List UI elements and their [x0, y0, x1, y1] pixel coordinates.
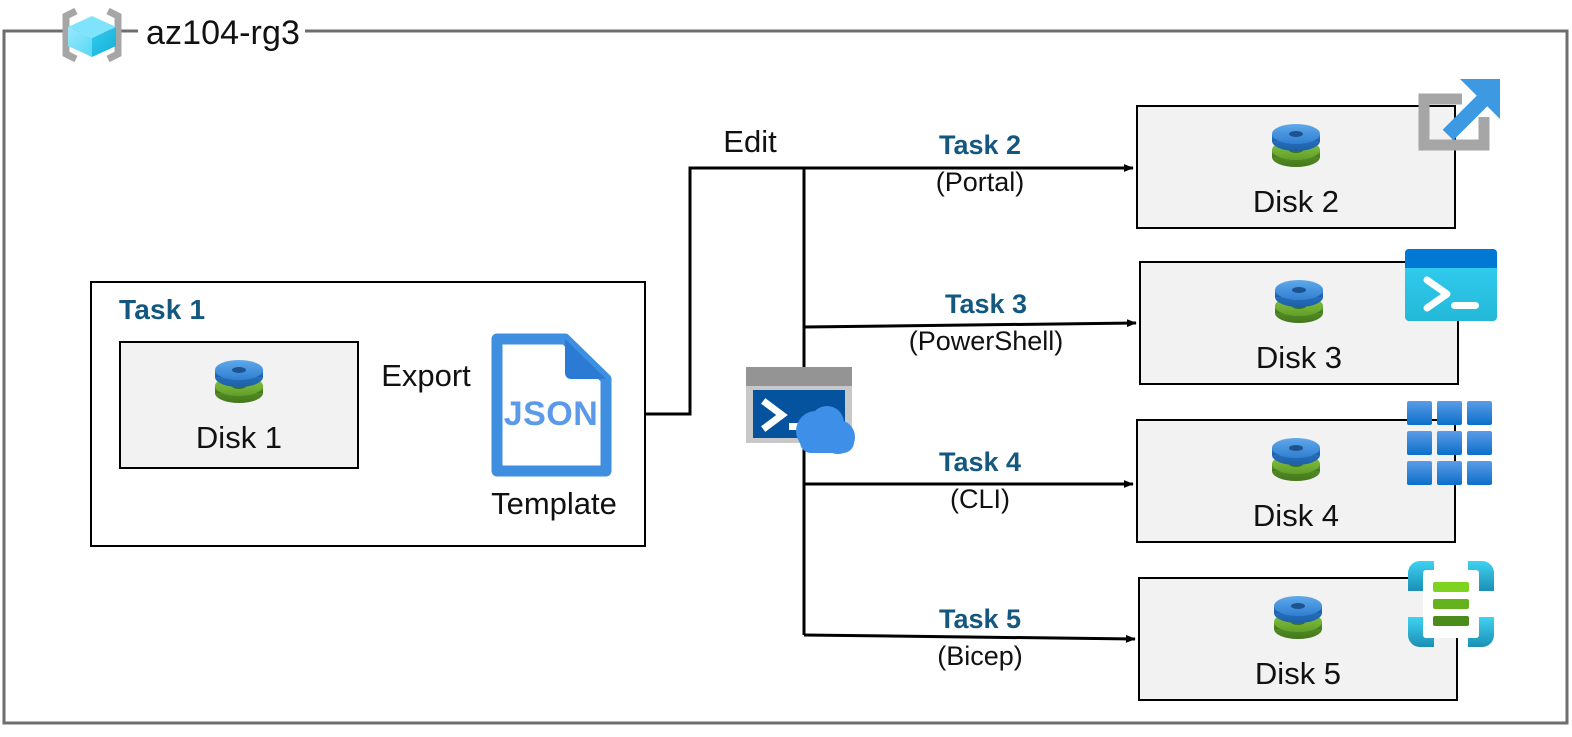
disk1-label: Disk 1 [195, 420, 283, 455]
cloud-shell-icon [744, 365, 864, 455]
powershell-icon [1404, 248, 1498, 322]
azure-cli-icon [1406, 400, 1494, 486]
resource-group-frame [2, 29, 1569, 725]
disk2-label: Disk 2 [1252, 184, 1340, 219]
export-label: Export [381, 358, 471, 393]
disk3-label: Disk 3 [1255, 340, 1343, 375]
azure-portal-icon [1404, 73, 1504, 173]
task4-title: Task 4 [938, 447, 1022, 477]
resource-group-name: az104-rg3 [146, 14, 300, 52]
task5-title: Task 5 [938, 604, 1022, 634]
disk1-box: Disk 1 [119, 341, 359, 469]
task4-edge-label: Task 4 (CLI) [855, 448, 1105, 514]
edit-label: Edit [723, 124, 777, 159]
task2-tool: (Portal) [935, 167, 1025, 198]
task3-tool: (PowerShell) [908, 326, 1064, 357]
disk5-box: Disk 5 [1138, 577, 1458, 701]
template-caption: Template [491, 486, 617, 521]
managed-disk-icon [1269, 273, 1329, 340]
managed-disk-icon [209, 353, 269, 420]
disk5-label: Disk 5 [1254, 656, 1342, 691]
svg-text:JSON: JSON [504, 395, 599, 433]
edit-connector [646, 166, 804, 416]
managed-disk-icon [1266, 117, 1326, 184]
disk2-box: Disk 2 [1136, 105, 1456, 229]
task5-edge-label: Task 5 (Bicep) [855, 605, 1105, 671]
task2-edge-label: Task 2 (Portal) [855, 131, 1105, 197]
task3-edge-label: Task 3 (PowerShell) [858, 290, 1114, 356]
json-file-icon: JSON [489, 333, 614, 477]
disk4-label: Disk 4 [1252, 498, 1340, 533]
task5-tool: (Bicep) [937, 641, 1023, 672]
task4-tool: (CLI) [950, 484, 1010, 515]
task3-arrow [803, 319, 1137, 329]
disk4-box: Disk 4 [1136, 419, 1456, 543]
task5-arrow [803, 633, 1136, 643]
task3-title: Task 3 [944, 289, 1028, 319]
task1-title: Task 1 [119, 294, 206, 325]
managed-disk-icon [1268, 589, 1328, 656]
managed-disk-icon [1266, 431, 1326, 498]
resource-group-cube-icon [50, 2, 130, 74]
bicep-icon [1404, 557, 1498, 651]
task2-title: Task 2 [938, 130, 1022, 160]
